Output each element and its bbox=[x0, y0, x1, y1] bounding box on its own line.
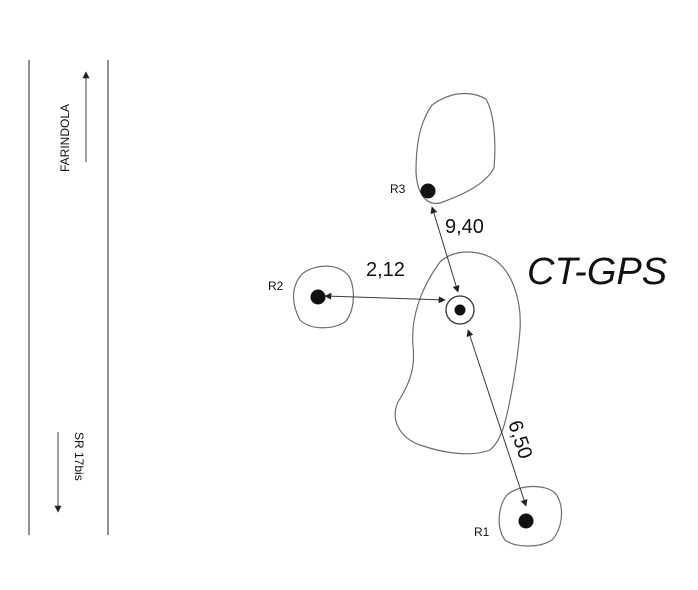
r3-station-dot bbox=[420, 183, 436, 199]
ct-gps-label: CT-GPS bbox=[527, 251, 667, 293]
r3-area-outline bbox=[415, 92, 496, 204]
r1-area-outline bbox=[498, 485, 562, 547]
distance-line-ct-r1 bbox=[466, 329, 528, 507]
ct-gps-station-dot bbox=[454, 304, 466, 316]
r1-station-dot bbox=[518, 513, 534, 529]
distance-line-ct-r3 bbox=[430, 206, 460, 293]
r2-label: R2 bbox=[268, 279, 284, 293]
ct-gps-area-outline bbox=[394, 251, 521, 455]
distance-label-r1: 6,50 bbox=[503, 418, 536, 462]
road-north-label: FARINDOLA bbox=[58, 104, 72, 172]
r3-label: R3 bbox=[390, 182, 406, 196]
r1-label: R1 bbox=[474, 525, 490, 539]
distance-label-r2: 2,12 bbox=[366, 259, 405, 281]
distance-label-r3: 9,40 bbox=[445, 216, 484, 238]
road-south-label: SR 17bis bbox=[72, 432, 86, 481]
r2-area-outline bbox=[292, 265, 355, 329]
r2-station-dot bbox=[310, 289, 326, 305]
distance-line-ct-r2 bbox=[324, 292, 446, 304]
